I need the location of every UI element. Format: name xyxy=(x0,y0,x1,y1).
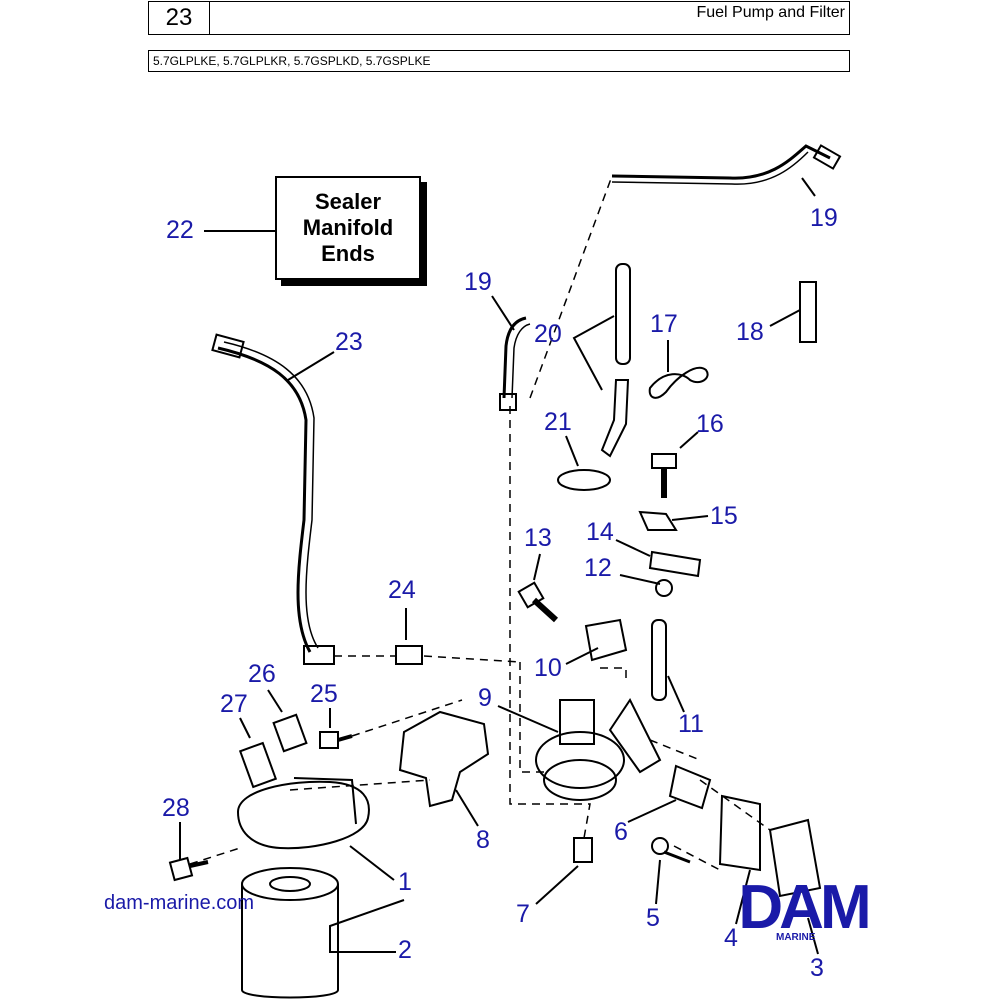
leader-15 xyxy=(671,515,709,521)
fitting-23-bottom xyxy=(303,645,335,665)
callout-11: 11 xyxy=(678,710,704,738)
fitting-19-bottom xyxy=(499,393,517,411)
nipple-18 xyxy=(799,281,817,343)
callout-21: 21 xyxy=(544,408,572,436)
leader-3 xyxy=(807,917,819,955)
leader-16 xyxy=(679,431,699,449)
callout-17: 17 xyxy=(650,310,678,338)
leader-27 xyxy=(239,717,251,739)
callout-19b: 19 xyxy=(810,204,838,232)
filter-element-2-body xyxy=(241,884,339,999)
callout-10: 10 xyxy=(534,654,562,682)
callout-23: 23 xyxy=(335,328,363,356)
callout-24: 24 xyxy=(388,576,416,604)
callout-6: 6 xyxy=(614,818,628,846)
bolt-25 xyxy=(319,731,339,749)
callout-1: 1 xyxy=(398,868,412,896)
callout-28: 28 xyxy=(162,794,190,822)
leader-6 xyxy=(627,799,677,823)
callout-2: 2 xyxy=(398,936,412,964)
sealer-note-box: Sealer Manifold Ends xyxy=(275,176,421,280)
fitting-27 xyxy=(238,741,278,789)
leader-5 xyxy=(655,859,661,905)
leader-4 xyxy=(735,869,751,925)
leader-9 xyxy=(497,705,559,733)
leader-11 xyxy=(667,675,685,713)
plate-4 xyxy=(718,794,761,872)
leader-26 xyxy=(267,689,283,713)
callout-25: 25 xyxy=(310,680,338,708)
callout-16: 16 xyxy=(696,410,724,438)
fitting-19-top xyxy=(812,144,842,170)
fuel-line-23-inner xyxy=(223,341,319,649)
callout-5: 5 xyxy=(646,904,660,932)
plug-26 xyxy=(272,713,308,753)
bolt-28 xyxy=(168,856,194,882)
filter-element-2-top xyxy=(241,867,339,901)
callout-15: 15 xyxy=(710,502,738,530)
clip-17 xyxy=(648,367,709,399)
callout-8: 8 xyxy=(476,826,490,854)
fitting-7 xyxy=(573,837,593,863)
website-link[interactable]: dam-marine.com xyxy=(104,892,255,914)
fuel-line-19 xyxy=(611,144,831,180)
leader-7 xyxy=(535,865,579,905)
callout-19a: 19 xyxy=(464,268,492,296)
leader-10 xyxy=(565,647,599,665)
sealer-line-2: Manifold xyxy=(302,215,394,240)
dam-marine-logo: DAM MARINE xyxy=(712,873,894,948)
model-list: 5.7GLPLKE, 5.7GLPLKR, 5.7GSPLKD, 5.7GSPL… xyxy=(148,50,850,72)
leader-18 xyxy=(769,309,801,327)
callout-12: 12 xyxy=(584,554,612,582)
nut-12 xyxy=(655,579,673,597)
hose-20-lower xyxy=(600,379,630,458)
hose-20-upper xyxy=(615,263,631,365)
fitting-24 xyxy=(395,645,423,665)
callout-20: 20 xyxy=(534,320,562,348)
leader-13 xyxy=(533,553,541,581)
bracket-10 xyxy=(584,618,628,662)
callout-22: 22 xyxy=(166,216,194,244)
page-title: Fuel Pump and Filter xyxy=(210,1,850,35)
callout-13: 13 xyxy=(524,524,552,552)
logo-subtext: MARINE xyxy=(776,932,816,943)
callout-27: 27 xyxy=(220,690,248,718)
leader-20 xyxy=(572,315,615,391)
filter-head-1 xyxy=(236,780,370,850)
callout-18: 18 xyxy=(736,318,764,346)
fitting-23-top xyxy=(211,333,245,359)
callout-3: 3 xyxy=(810,954,824,982)
bolt-16-head xyxy=(651,453,677,469)
leader-19a xyxy=(491,295,515,331)
callout-26: 26 xyxy=(248,660,276,688)
leader-1 xyxy=(349,845,395,881)
leader-23 xyxy=(287,351,335,381)
leader-8 xyxy=(455,789,479,827)
fuel-tube-19 xyxy=(502,316,527,399)
callout-4: 4 xyxy=(724,924,738,952)
callout-14: 14 xyxy=(586,518,614,546)
leader-21 xyxy=(565,435,579,467)
pushrod-11 xyxy=(651,619,667,701)
leader-12 xyxy=(619,574,661,585)
sealer-line-3: Ends xyxy=(321,241,375,266)
page-number: 23 xyxy=(148,1,210,35)
sealer-line-1: Sealer xyxy=(314,189,382,214)
fuel-line-23 xyxy=(217,346,312,653)
gasket-6 xyxy=(668,764,712,810)
callout-7: 7 xyxy=(516,900,530,928)
gasket-3 xyxy=(768,818,822,898)
leader-14 xyxy=(615,539,651,557)
leader-2 xyxy=(329,899,405,953)
leader-19b xyxy=(801,177,816,197)
logo-text: DAM xyxy=(738,873,871,942)
adapter-8 xyxy=(398,710,490,808)
plate-14 xyxy=(648,550,702,578)
clamp-21 xyxy=(557,469,611,491)
bracket-15 xyxy=(638,510,678,531)
callout-9: 9 xyxy=(478,684,492,712)
fuel-pump-9-body xyxy=(535,731,625,789)
screw-5 xyxy=(651,837,669,855)
